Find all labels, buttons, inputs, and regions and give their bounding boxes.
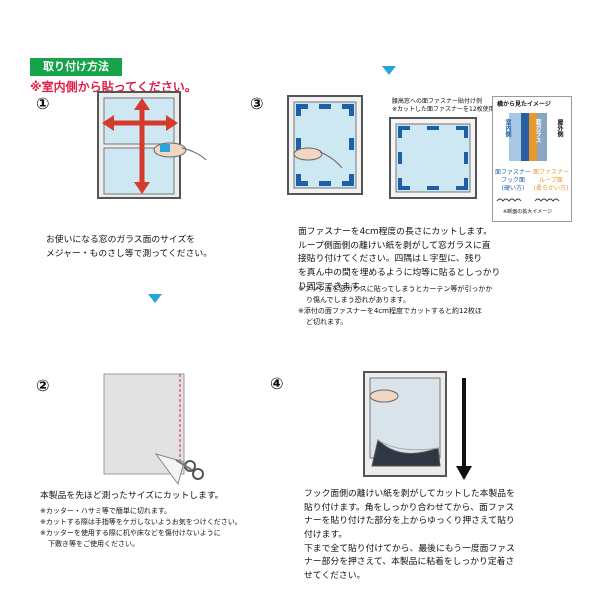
cross-section-diagram — [509, 113, 547, 161]
arrow-down-icon — [382, 66, 396, 75]
cut-sheet-illustration — [103, 373, 204, 486]
step-3-notes: ※フック面を窓ガラスに貼ってしまうとカーテン等が引っかか り傷んでしまう恐れがあ… — [298, 285, 493, 326]
glass-label: 窓ガラス — [534, 119, 541, 143]
arrow-down-icon — [148, 294, 162, 303]
indoor-label: 室内側 — [504, 119, 511, 137]
window-measure-illustration — [97, 91, 207, 199]
fastener-texture-icon — [496, 198, 560, 202]
step-1-number: ① — [36, 94, 50, 113]
step-4-number: ④ — [270, 374, 284, 393]
step-3-text: 面ファスナーを4cm程度の長さにカットします。 ループ側面側の離けい紙を剥がして… — [298, 227, 501, 292]
fastener-example-label: 腰高窓への面ファスナー貼付け例 ※カットした面ファスナーを12枚使用 — [392, 98, 495, 113]
window-fastener-example — [389, 117, 477, 199]
warning-text: ※室内側から貼ってください。 — [30, 80, 197, 94]
enlarged-note: ※断面の拡大イメージ — [503, 209, 553, 215]
hand-icon — [293, 147, 323, 161]
apply-sheet-illustration — [363, 371, 472, 480]
outdoor-label: 屋外側 — [556, 119, 563, 137]
side-view-panel: 横から見たイメージ 室内側 窓ガラス 屋外側 面ファスナー フック面 (硬い方)… — [492, 96, 572, 222]
hook-label: 面ファスナー フック面 (硬い方) — [495, 169, 532, 192]
step-4-text: フック面側の離けい紙を剥がしてカットした本製品を 貼り付けます。角をしっかり合わ… — [304, 489, 515, 581]
loop-label: 面ファスナー ループ面 (柔らかい方) — [532, 169, 569, 192]
step-1-text: お使いになる窓のガラス面のサイズを メジャー・ものさし等で測ってください。 — [46, 235, 212, 259]
step-2-text: 本製品を先ほど測ったサイズにカットします。 — [40, 491, 224, 501]
peel-sheet — [371, 439, 441, 467]
section-title: 取り付け方法 — [30, 58, 122, 76]
window-fastener-illustration — [287, 95, 363, 195]
step-3-number: ③ — [250, 94, 264, 113]
hand-icon — [369, 389, 399, 403]
side-view-title: 横から見たイメージ — [497, 101, 551, 108]
scissors-icon — [175, 459, 204, 480]
step-2-notes: ※カッター・ハサミ等で簡単に切れます。 ※カットする際は手指等をケガしないようお… — [40, 507, 242, 548]
step-2-number: ② — [36, 376, 50, 395]
fastener-pieces — [296, 104, 354, 186]
